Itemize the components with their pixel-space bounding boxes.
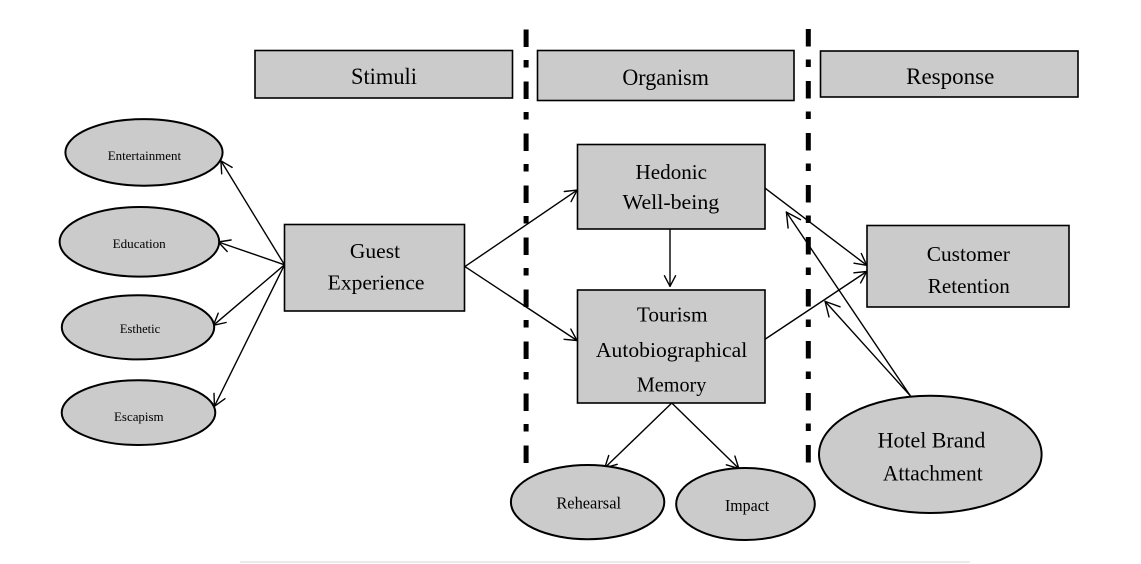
svg-text:Impact: Impact	[725, 496, 770, 515]
svg-text:Rehearsal: Rehearsal	[556, 493, 621, 512]
svg-text:Attachment: Attachment	[883, 461, 983, 486]
svg-text:Stimuli: Stimuli	[351, 64, 417, 89]
svg-text:Response: Response	[906, 64, 994, 89]
svg-text:Guest: Guest	[350, 239, 400, 263]
svg-text:Memory: Memory	[637, 373, 707, 397]
svg-text:Customer: Customer	[927, 242, 1010, 266]
svg-text:Education: Education	[113, 236, 167, 251]
svg-text:Esthetic: Esthetic	[120, 321, 161, 336]
svg-text:Tourism: Tourism	[637, 303, 708, 327]
svg-text:Hotel Brand: Hotel Brand	[878, 428, 986, 453]
svg-text:Retention: Retention	[928, 274, 1010, 298]
svg-text:Well-being: Well-being	[623, 190, 720, 214]
svg-text:Entertainment: Entertainment	[108, 148, 182, 163]
svg-text:Organism: Organism	[622, 65, 709, 90]
svg-text:Escapism: Escapism	[114, 409, 164, 424]
svg-text:Experience: Experience	[328, 271, 425, 295]
svg-text:Hedonic: Hedonic	[636, 160, 708, 184]
svg-text:Autobiographical: Autobiographical	[596, 338, 747, 362]
